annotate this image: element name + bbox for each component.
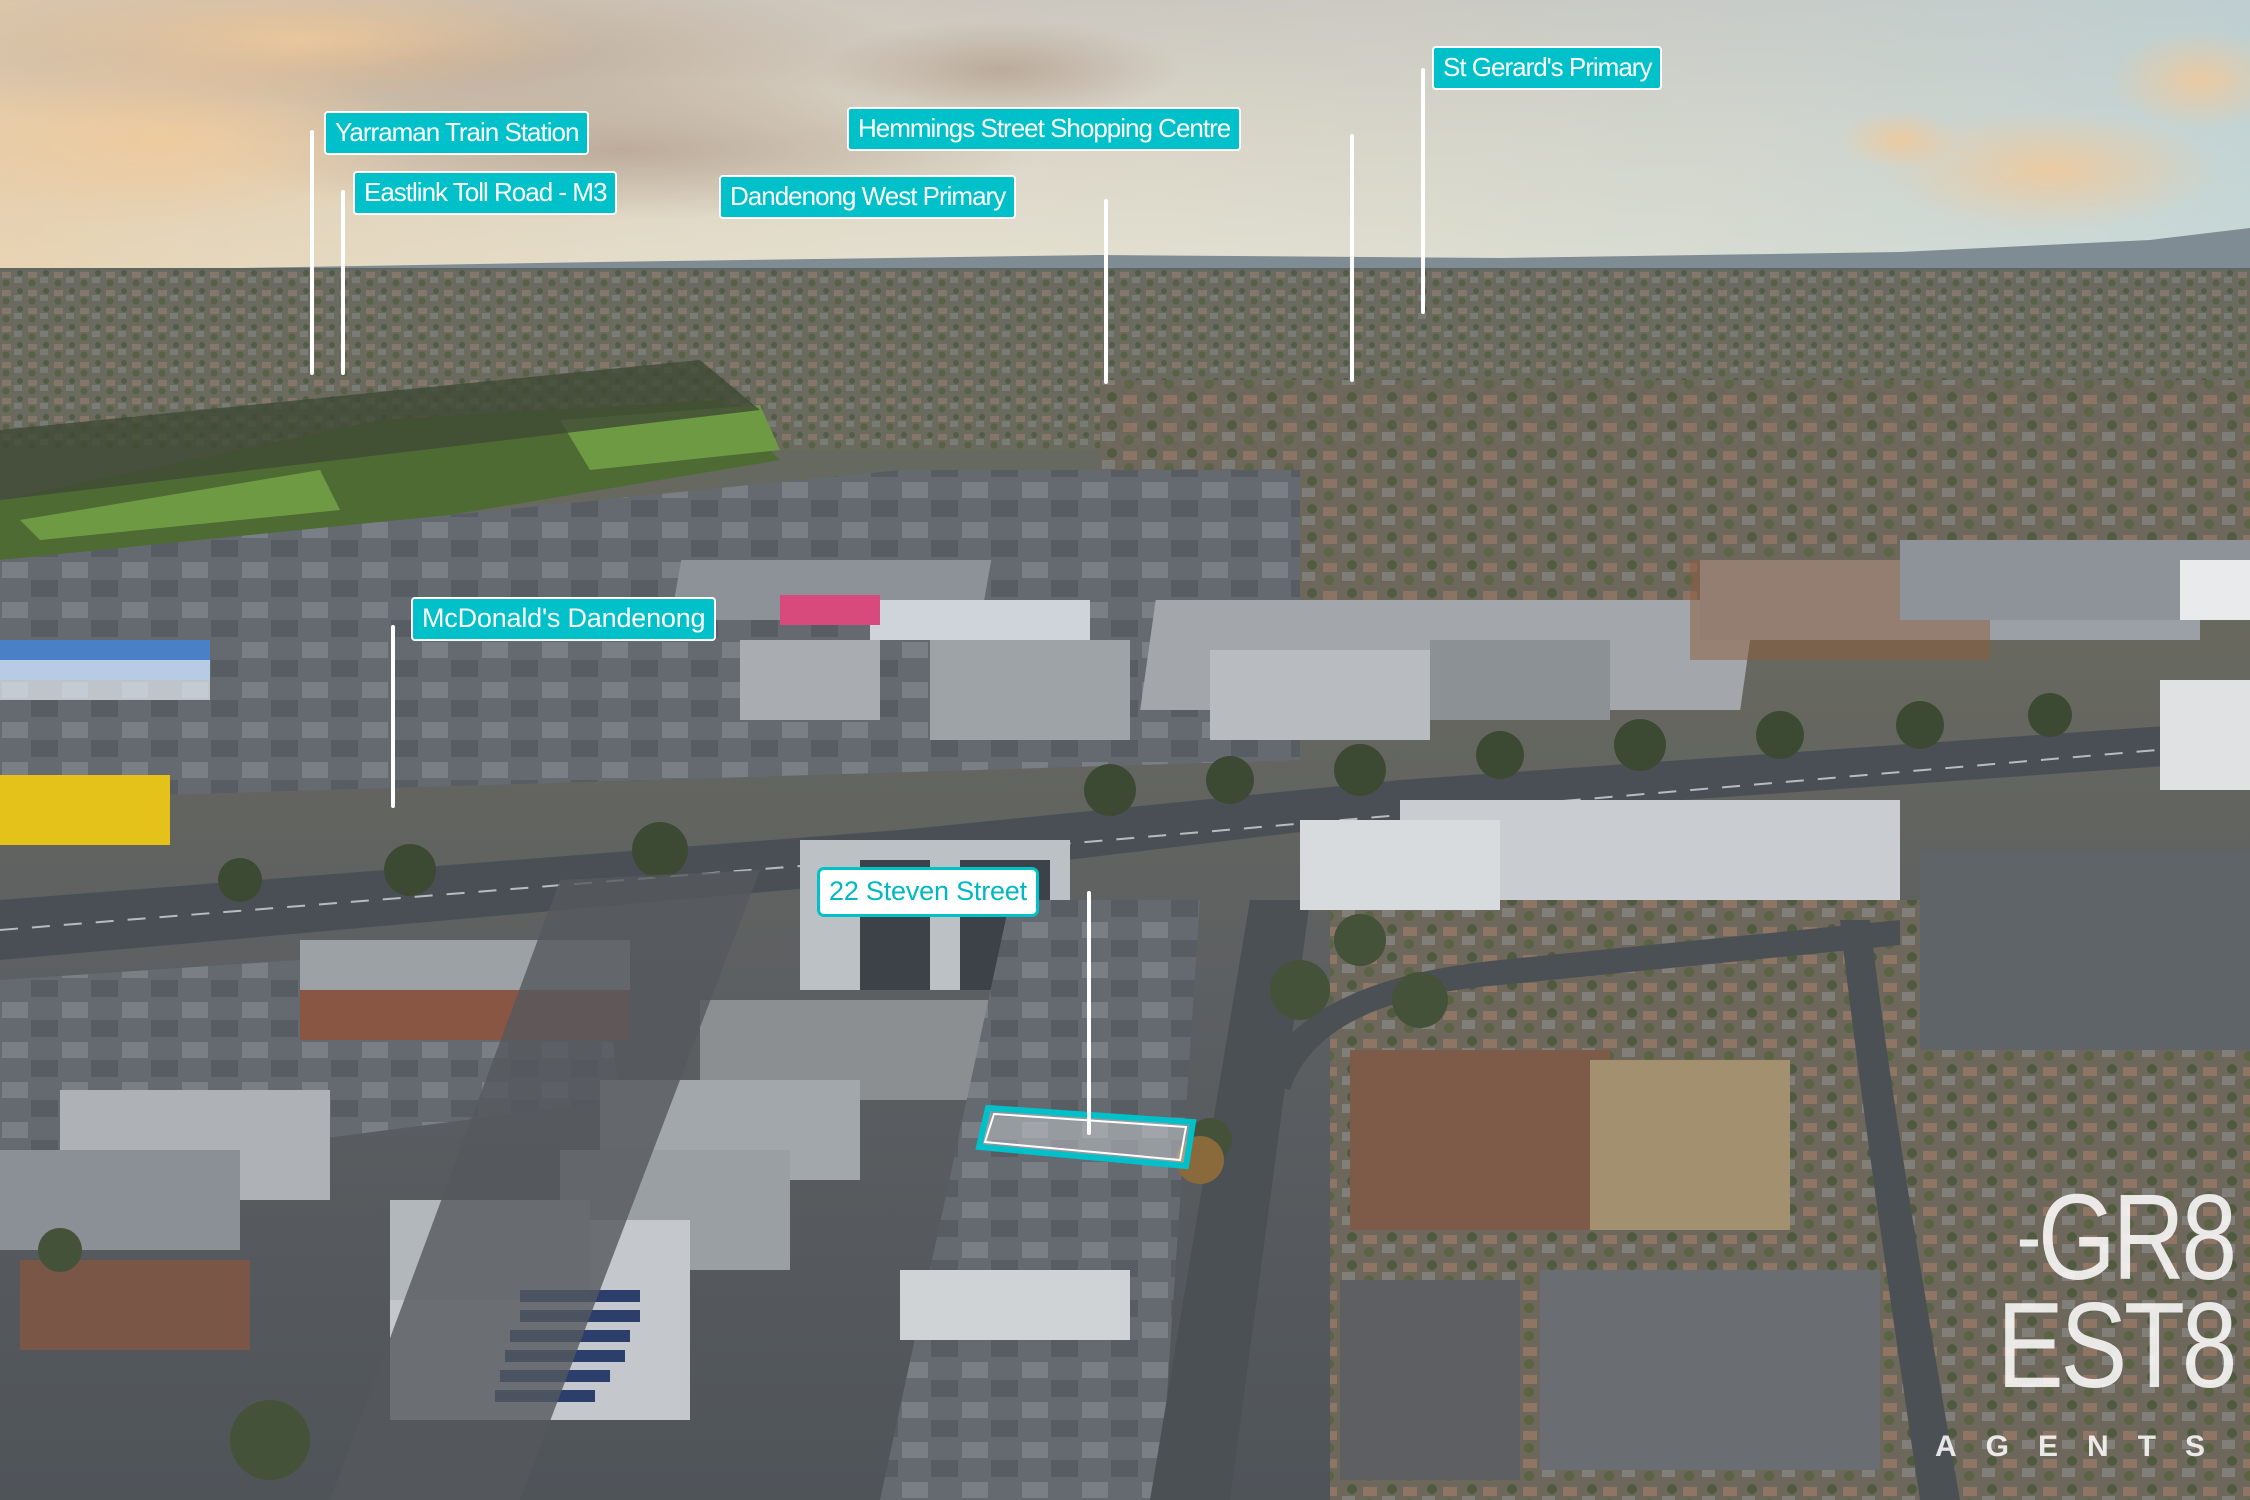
logo-line-agents: AGENTS	[1934, 1430, 2234, 1463]
poi-label-eastlink-toll-road: Eastlink Toll Road - M3	[353, 171, 618, 215]
pointer-line-eastlink	[341, 190, 345, 375]
poi-label-hemmings-street-shopping-centre: Hemmings Street Shopping Centre	[847, 107, 1242, 151]
pointer-line-yarraman	[310, 130, 314, 375]
poi-label-st-gerards-primary: St Gerard's Primary	[1432, 46, 1663, 90]
pointer-line-st-gerards	[1421, 68, 1425, 314]
poi-label-dandenong-west-primary: Dandenong West Primary	[719, 175, 1017, 219]
poi-label-mcdonalds-dandenong: McDonald's Dandenong	[411, 597, 717, 641]
pointer-line-subject	[1087, 891, 1091, 1135]
agency-logo-watermark: -GR8 EST8 AGENTS	[1896, 1169, 2237, 1482]
logo-line-gr8: -GR8	[2016, 1169, 2237, 1305]
subject-property-label: 22 Steven Street	[817, 867, 1039, 917]
pointer-line-mcdonalds	[391, 625, 395, 808]
logo-line-est8: EST8	[1996, 1277, 2237, 1413]
subject-property-outline	[975, 1104, 1197, 1170]
pointer-line-dandenong-west	[1104, 199, 1108, 384]
poi-label-yarraman-train-station: Yarraman Train Station	[324, 111, 590, 155]
pointer-line-hemmings	[1350, 134, 1354, 382]
